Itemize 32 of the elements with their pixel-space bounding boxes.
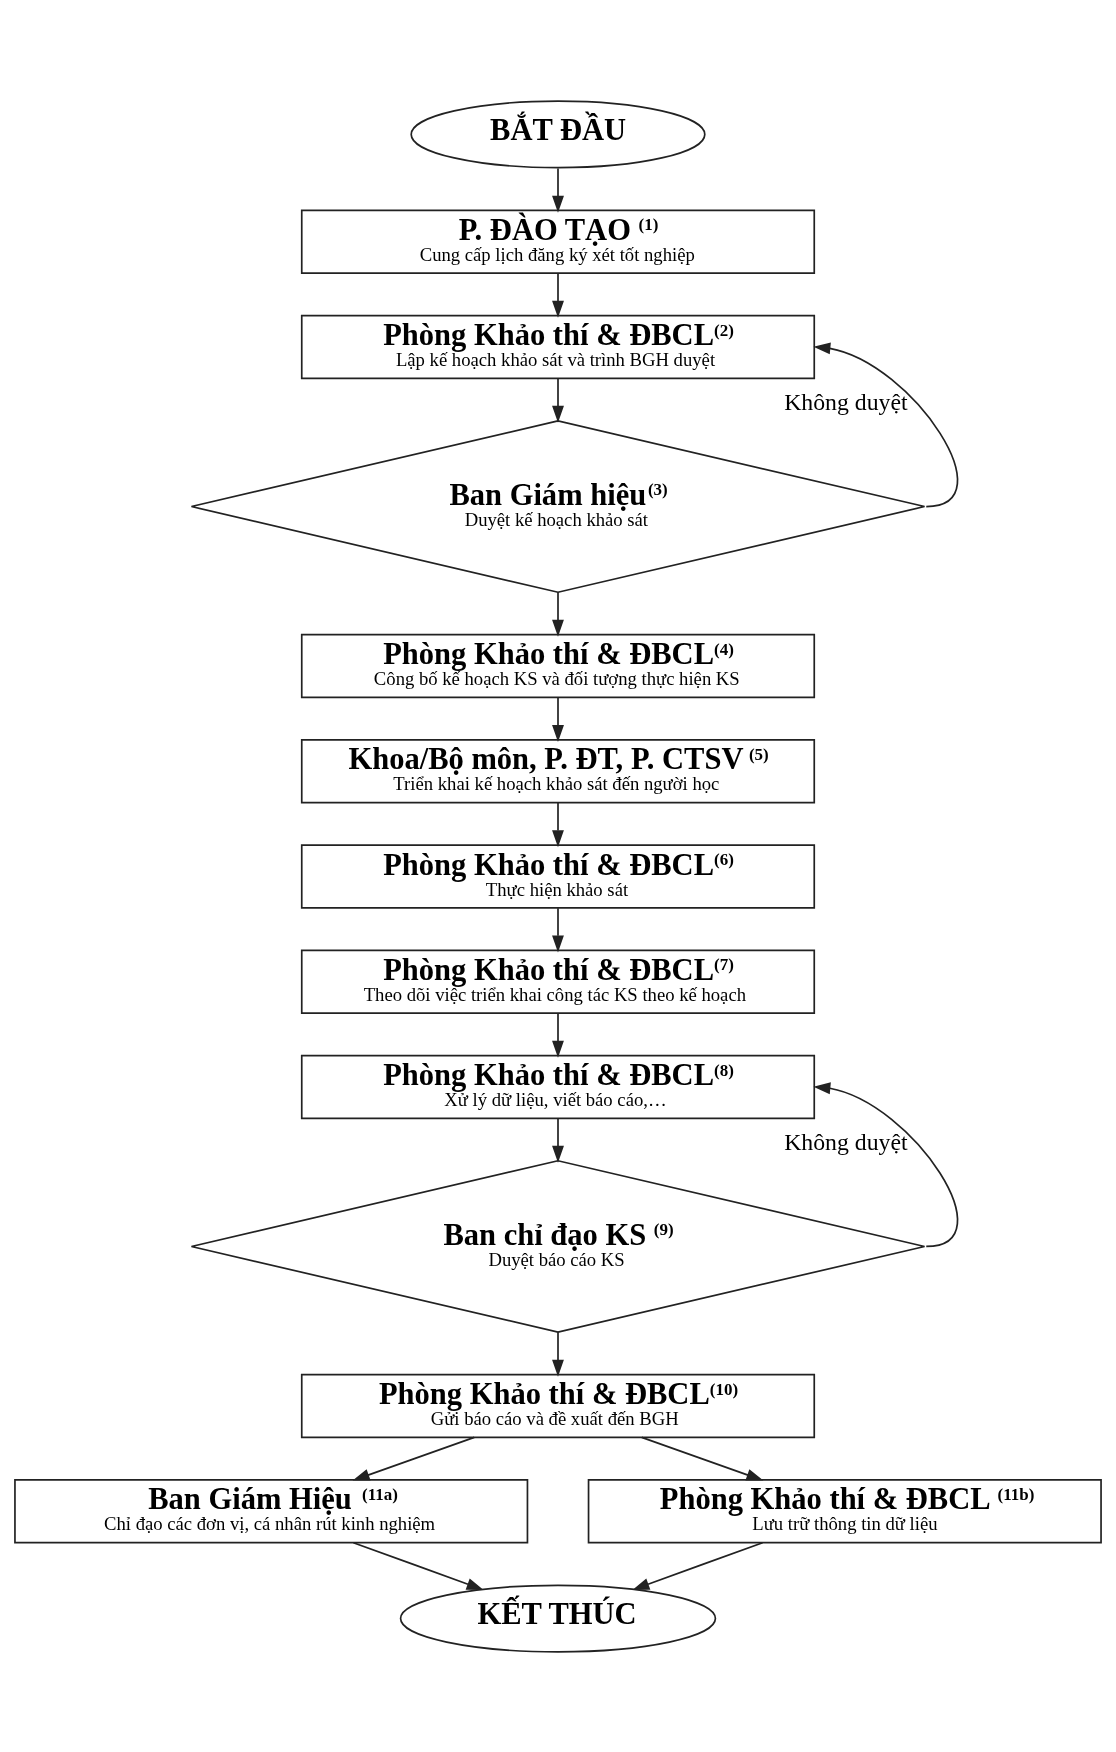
arrow xyxy=(552,272,564,318)
node-box: Phòng Khảo thí & ĐBCL$^{(7)}$ Theo dõi việc triển khai công tác KS theo kế hoạch xyxy=(300,948,816,1014)
arrow xyxy=(552,377,564,423)
arrow xyxy=(640,1436,764,1481)
arrow xyxy=(813,341,959,507)
arrow xyxy=(552,906,564,952)
node-diamond: Ban Giám hiệu$^{(3)}$ Duyệt kế hoạch khảo sát xyxy=(190,419,926,593)
node-ellipse: KẾT THÚC xyxy=(399,1584,717,1653)
arrow xyxy=(352,1436,476,1481)
node-box: Phòng Khảo thí & ĐBCL$^{(2)}$ Lập kế hoạch khảo sát và trình BGH duyệt xyxy=(300,314,816,379)
node-box: Phòng Khảo thí & ĐBCL $^{(11b)}$ Lưu trữ thông tin dữ liệu xyxy=(587,1478,1102,1543)
edge-label: Không duyệt xyxy=(784,388,908,415)
arrow xyxy=(813,1081,959,1247)
arrow xyxy=(552,1330,564,1377)
arrow xyxy=(552,1012,564,1058)
arrow xyxy=(552,590,564,637)
arrow xyxy=(632,1541,764,1590)
edge-label: Không duyệt xyxy=(784,1128,908,1155)
arrow xyxy=(352,1541,484,1590)
node-box: Phòng Khảo thí & ĐBCL$^{(6)}$ Thực hiện khảo sát xyxy=(300,843,816,909)
arrow xyxy=(552,801,564,847)
node-box: Phòng Khảo thí & ĐBCL$^{(4)}$ Công bố kế hoạch KS và đối tượng thực hiện KS xyxy=(300,633,816,698)
node-box: Khoa/Bộ môn, P. ĐT, P. CTSV $^{(5)}$ Triển khai kế hoạch khảo sát đến người học xyxy=(300,738,816,804)
node-diamond: Ban chỉ đạo KS $^{(9)}$ Duyệt báo cáo KS xyxy=(190,1159,926,1333)
node-ellipse: BẮT ĐẦU xyxy=(410,99,706,168)
node-box: Ban Giám Hiệu $^{(11a)}$ Chỉ đạo các đơn vị, cá nhân rút kinh nghiệm xyxy=(14,1478,529,1543)
arrow xyxy=(552,696,564,742)
node-box: Phòng Khảo thí & ĐBCL$^{(10)}$ Gửi báo cáo và đề xuất đến BGH xyxy=(300,1373,816,1438)
node-box: P. ĐÀO TẠO $^{(1)}$ Cung cấp lịch đăng ký xét tốt nghiệp xyxy=(300,209,816,274)
node-box: Phòng Khảo thí & ĐBCL$^{(8)}$ Xử lý dữ liệu, viết báo cáo,… xyxy=(300,1054,816,1119)
arrow xyxy=(552,1117,564,1163)
arrow xyxy=(552,167,564,213)
